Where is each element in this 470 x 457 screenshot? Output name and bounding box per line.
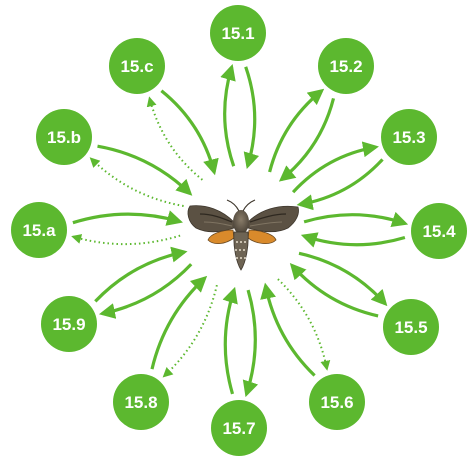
arrow-15.a-to-center — [73, 214, 180, 223]
node-label: 15.c — [120, 57, 153, 76]
node-label: 15.7 — [222, 419, 255, 438]
moth-thorax — [233, 210, 249, 234]
node-label: 15.5 — [394, 318, 427, 337]
arrow-center-to-15.7 — [247, 290, 256, 394]
node-15-4: 15.4 — [411, 203, 467, 259]
node-15-2: 15.2 — [318, 38, 374, 94]
node-label: 15.9 — [52, 315, 85, 334]
arrow-15.1-to-center — [246, 67, 255, 166]
node-15-a: 15.a — [11, 202, 67, 258]
node-15-c: 15.c — [109, 38, 165, 94]
moth-right-hindwing — [248, 230, 276, 244]
arrow-center-to-15.1 — [225, 67, 234, 166]
arrow-center-to-15.5 — [299, 253, 385, 303]
node-15-7: 15.7 — [211, 400, 267, 456]
arrow-center-to-15.a — [73, 236, 180, 245]
arrow-center-to-15.8 — [164, 285, 217, 376]
node-label: 15.4 — [422, 222, 456, 241]
moth-left-forewing — [188, 206, 234, 232]
arrow-15.3-to-center — [300, 159, 383, 204]
arrow-15.9-to-center — [95, 252, 184, 301]
arrow-15.2-to-center — [281, 98, 333, 179]
node-label: 15.a — [22, 221, 56, 240]
moth-right-forewing — [248, 206, 299, 232]
arrow-center-to-15.2 — [270, 91, 322, 172]
arrow-center-to-15.9 — [102, 264, 191, 313]
node-label: 15.2 — [329, 57, 362, 76]
node-label: 15.8 — [124, 393, 157, 412]
node-15-8: 15.8 — [113, 374, 169, 430]
arrow-center-to-15.6 — [278, 279, 327, 369]
arrow-center-to-15.4 — [304, 215, 405, 224]
moth-abdomen — [234, 232, 248, 270]
node-label: 15.6 — [320, 393, 353, 412]
arrow-15.6-to-center — [266, 286, 315, 376]
arrow-15.5-to-center — [292, 265, 378, 316]
node-15-9: 15.9 — [41, 296, 97, 352]
arrow-15.4-to-center — [304, 236, 405, 245]
node-15-5: 15.5 — [383, 299, 439, 355]
node-label: 15.b — [47, 128, 81, 147]
arrow-15.7-to-center — [225, 290, 234, 394]
node-label: 15.1 — [221, 24, 254, 43]
arrow-15.c-to-center — [161, 91, 214, 173]
node-label: 15.3 — [392, 128, 425, 147]
node-15-3: 15.3 — [381, 109, 437, 165]
arrow-center-to-15.b — [91, 159, 184, 206]
node-15-6: 15.6 — [309, 374, 365, 430]
hawk-moth-image — [188, 200, 299, 270]
node-15-b: 15.b — [36, 109, 92, 165]
node-15-1: 15.1 — [210, 5, 266, 61]
